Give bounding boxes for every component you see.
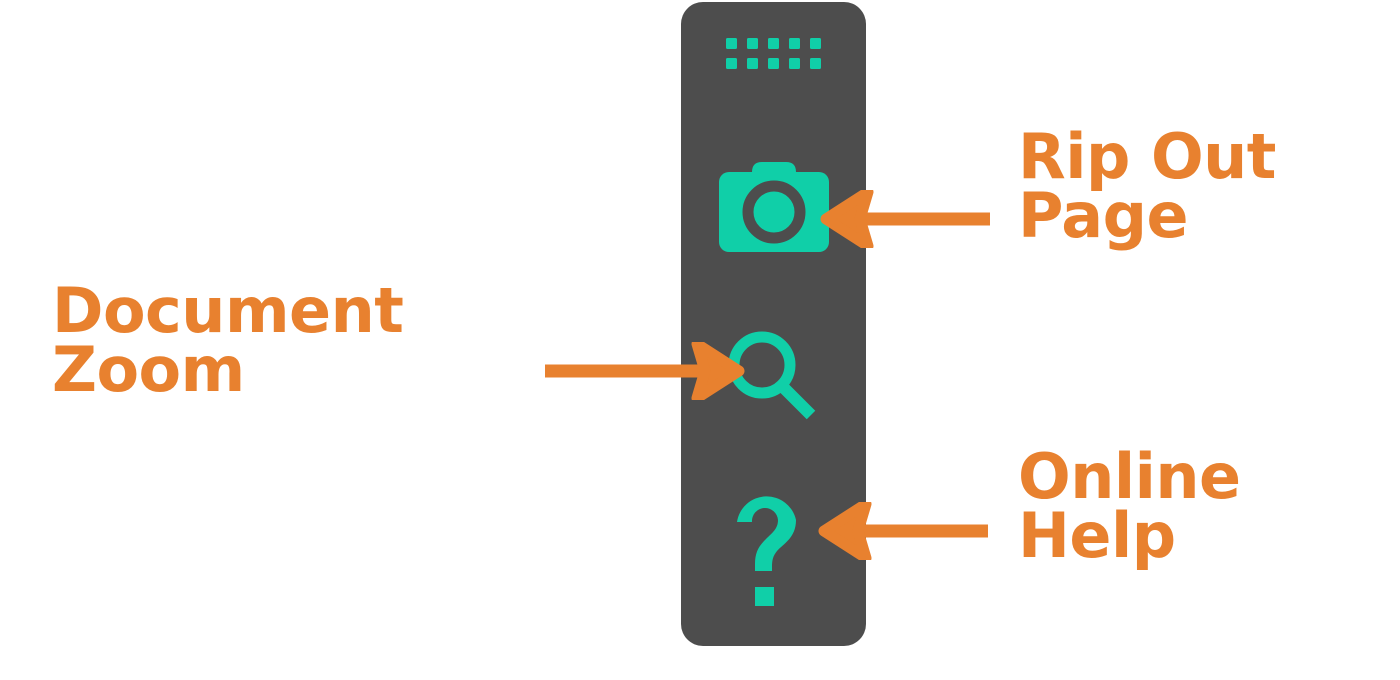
grip-dot	[747, 38, 758, 49]
grip-dot	[789, 38, 800, 49]
rip-out-page-button[interactable]	[681, 150, 866, 270]
callout-arrow-rip-out-page	[820, 190, 990, 248]
camera-icon	[718, 162, 829, 252]
question-mark-icon	[736, 496, 796, 606]
grip-dots-icon[interactable]	[726, 38, 822, 70]
grip-dot	[768, 38, 779, 49]
grip-dot	[810, 38, 821, 49]
online-help-button[interactable]	[681, 480, 866, 606]
grip-dot	[789, 58, 800, 69]
callout-label-document-zoom: Document Zoom	[52, 274, 404, 406]
callout-arrow-online-help	[818, 502, 988, 560]
grip-dot	[726, 58, 737, 69]
grip-dot	[747, 58, 758, 69]
callout-label-rip-out-page: Rip Out Page	[1018, 120, 1276, 252]
callout-label-online-help: Online Help	[1018, 440, 1241, 572]
callout-arrow-document-zoom	[545, 342, 745, 400]
grip-dot	[726, 38, 737, 49]
grip-dot	[768, 58, 779, 69]
grip-dot	[810, 58, 821, 69]
